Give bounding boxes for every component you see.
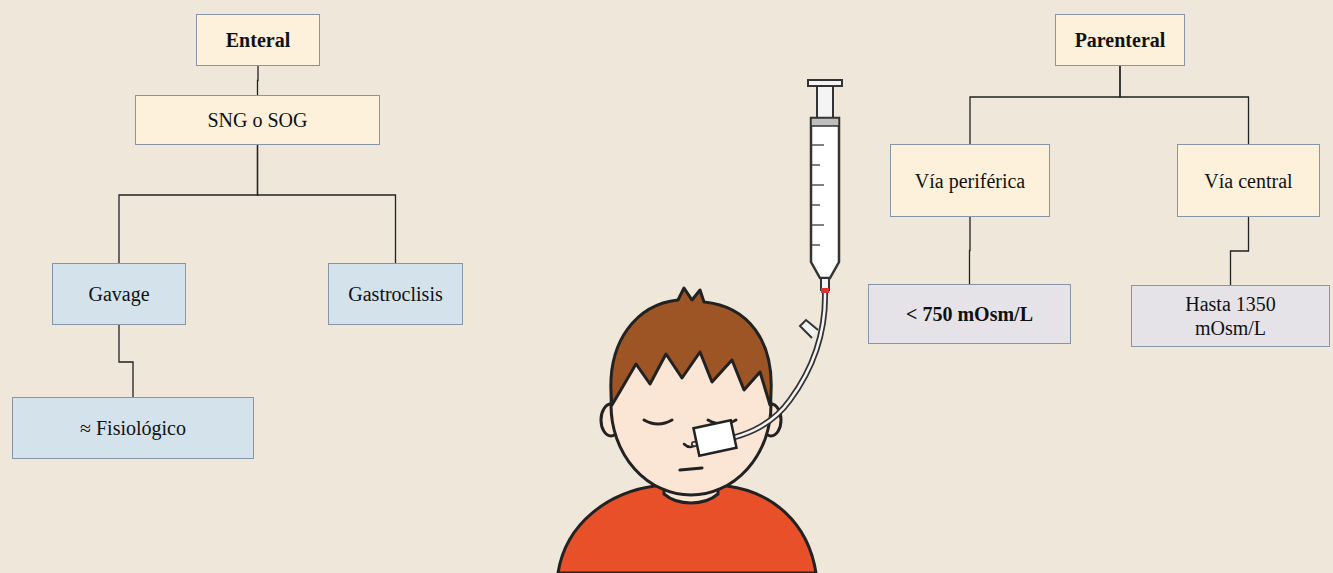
tree-connector: [969, 217, 971, 284]
osmolarity-box: < 750 mOsm/L: [868, 284, 1071, 344]
tree-connector: [258, 145, 396, 263]
tree-connector: [119, 325, 133, 397]
route-box: Vía periférica: [890, 144, 1050, 217]
feeding-tube: [694, 292, 825, 444]
tape: [694, 420, 737, 455]
root-box: Parenteral: [1055, 14, 1185, 66]
box-text: Vía central: [1204, 169, 1292, 193]
mouth: [680, 468, 702, 470]
route-box: Vía central: [1177, 144, 1320, 217]
tree-connector: [970, 66, 1120, 144]
box-text: < 750 mOsm/L: [906, 302, 1033, 326]
tree-connector: [119, 145, 258, 263]
tube-port: [800, 320, 818, 338]
box-text: Hasta 1350 mOsm/L: [1164, 292, 1297, 340]
note-box: ≈ Fisiológico: [12, 397, 254, 459]
box-text: ≈ Fisiológico: [80, 416, 186, 440]
box-text: Gavage: [88, 282, 149, 306]
syringe-plunger: [817, 84, 833, 118]
box-text: Vía periférica: [915, 169, 1025, 193]
feeding-tube: [694, 292, 825, 444]
root-box: Enteral: [196, 14, 320, 66]
osmolarity-box: Hasta 1350 mOsm/L: [1131, 285, 1330, 347]
tree-connector: [1120, 66, 1249, 144]
syringe-scale: [812, 145, 824, 245]
box-text: Gastroclisis: [348, 282, 442, 306]
method-box: Gastroclisis: [328, 263, 463, 325]
tree-connector: [257, 66, 259, 95]
box-text: SNG o SOG: [207, 108, 307, 132]
route-box: SNG o SOG: [135, 95, 380, 145]
closed-eye: [644, 420, 672, 424]
box-text: Parenteral: [1075, 28, 1166, 52]
hair: [611, 288, 771, 405]
syringe-plunger: [808, 80, 842, 86]
tree-connector: [1231, 217, 1249, 285]
syringe-barrel: [811, 118, 839, 278]
method-box: Gavage: [52, 263, 186, 325]
box-text: Enteral: [226, 28, 290, 52]
syringe-tip: [821, 288, 829, 293]
syringe-barrel: [811, 118, 839, 126]
